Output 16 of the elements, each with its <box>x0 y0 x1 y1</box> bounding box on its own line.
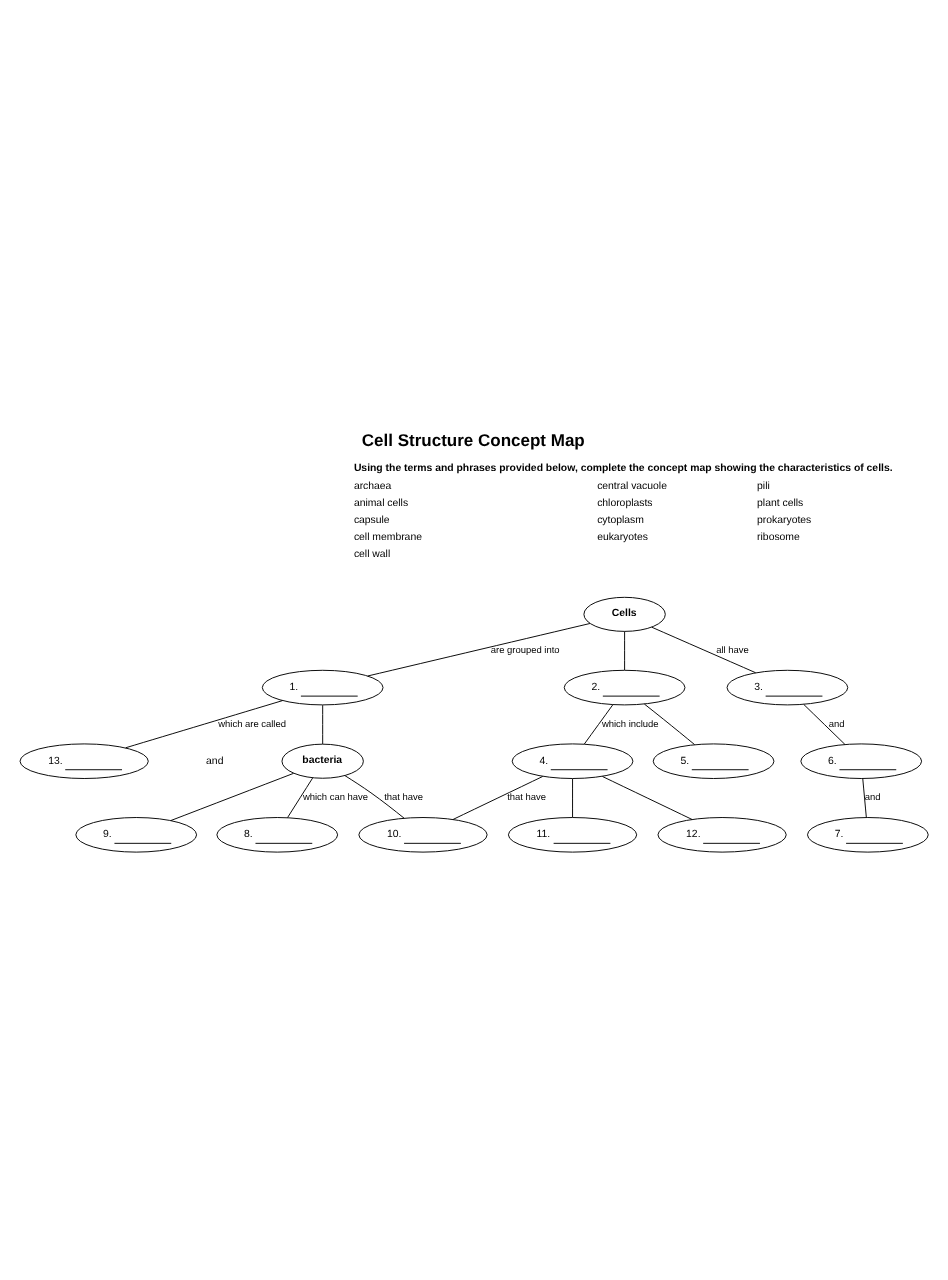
diagram-title: Cell Structure Concept Map <box>361 429 585 450</box>
connector <box>452 775 544 819</box>
connector <box>602 775 693 819</box>
connector <box>322 703 324 744</box>
connector <box>651 625 757 673</box>
connector <box>287 776 314 817</box>
connector <box>125 699 283 748</box>
connector <box>624 630 626 670</box>
connector <box>803 703 846 744</box>
connector <box>367 622 591 676</box>
connector <box>862 777 867 817</box>
connector <box>583 703 614 744</box>
connector <box>170 771 294 820</box>
connector <box>572 777 574 817</box>
connector <box>344 774 405 818</box>
connector <box>643 702 696 745</box>
